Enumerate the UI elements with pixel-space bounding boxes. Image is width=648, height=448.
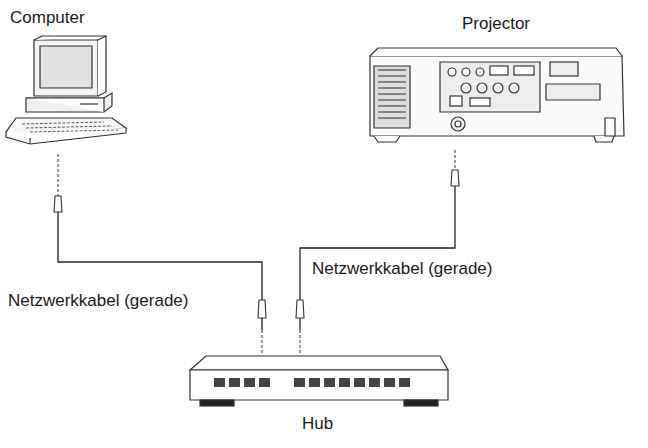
cable-dashed (455, 150, 456, 170)
cable-dashed (58, 154, 59, 200)
hub-node: Hub (186, 354, 450, 444)
cable-label: Netzwerkkabel (gerade) (6, 290, 190, 312)
projector-illustration (370, 48, 624, 142)
cable-label: Netzwerkkabel (gerade) (310, 258, 494, 280)
cable-dashed (300, 330, 301, 354)
computer-illustration (6, 36, 126, 144)
device-label: Computer (10, 8, 85, 28)
cable-line (300, 170, 455, 330)
device-node: Projector (366, 12, 626, 150)
device-node: Computer (4, 4, 132, 154)
cable-dashed (262, 330, 263, 354)
device-label: Projector (462, 14, 530, 34)
hub-illustration (190, 356, 448, 406)
network-cable (300, 150, 455, 354)
network-cable (58, 154, 262, 354)
device-label: Hub (302, 414, 333, 434)
